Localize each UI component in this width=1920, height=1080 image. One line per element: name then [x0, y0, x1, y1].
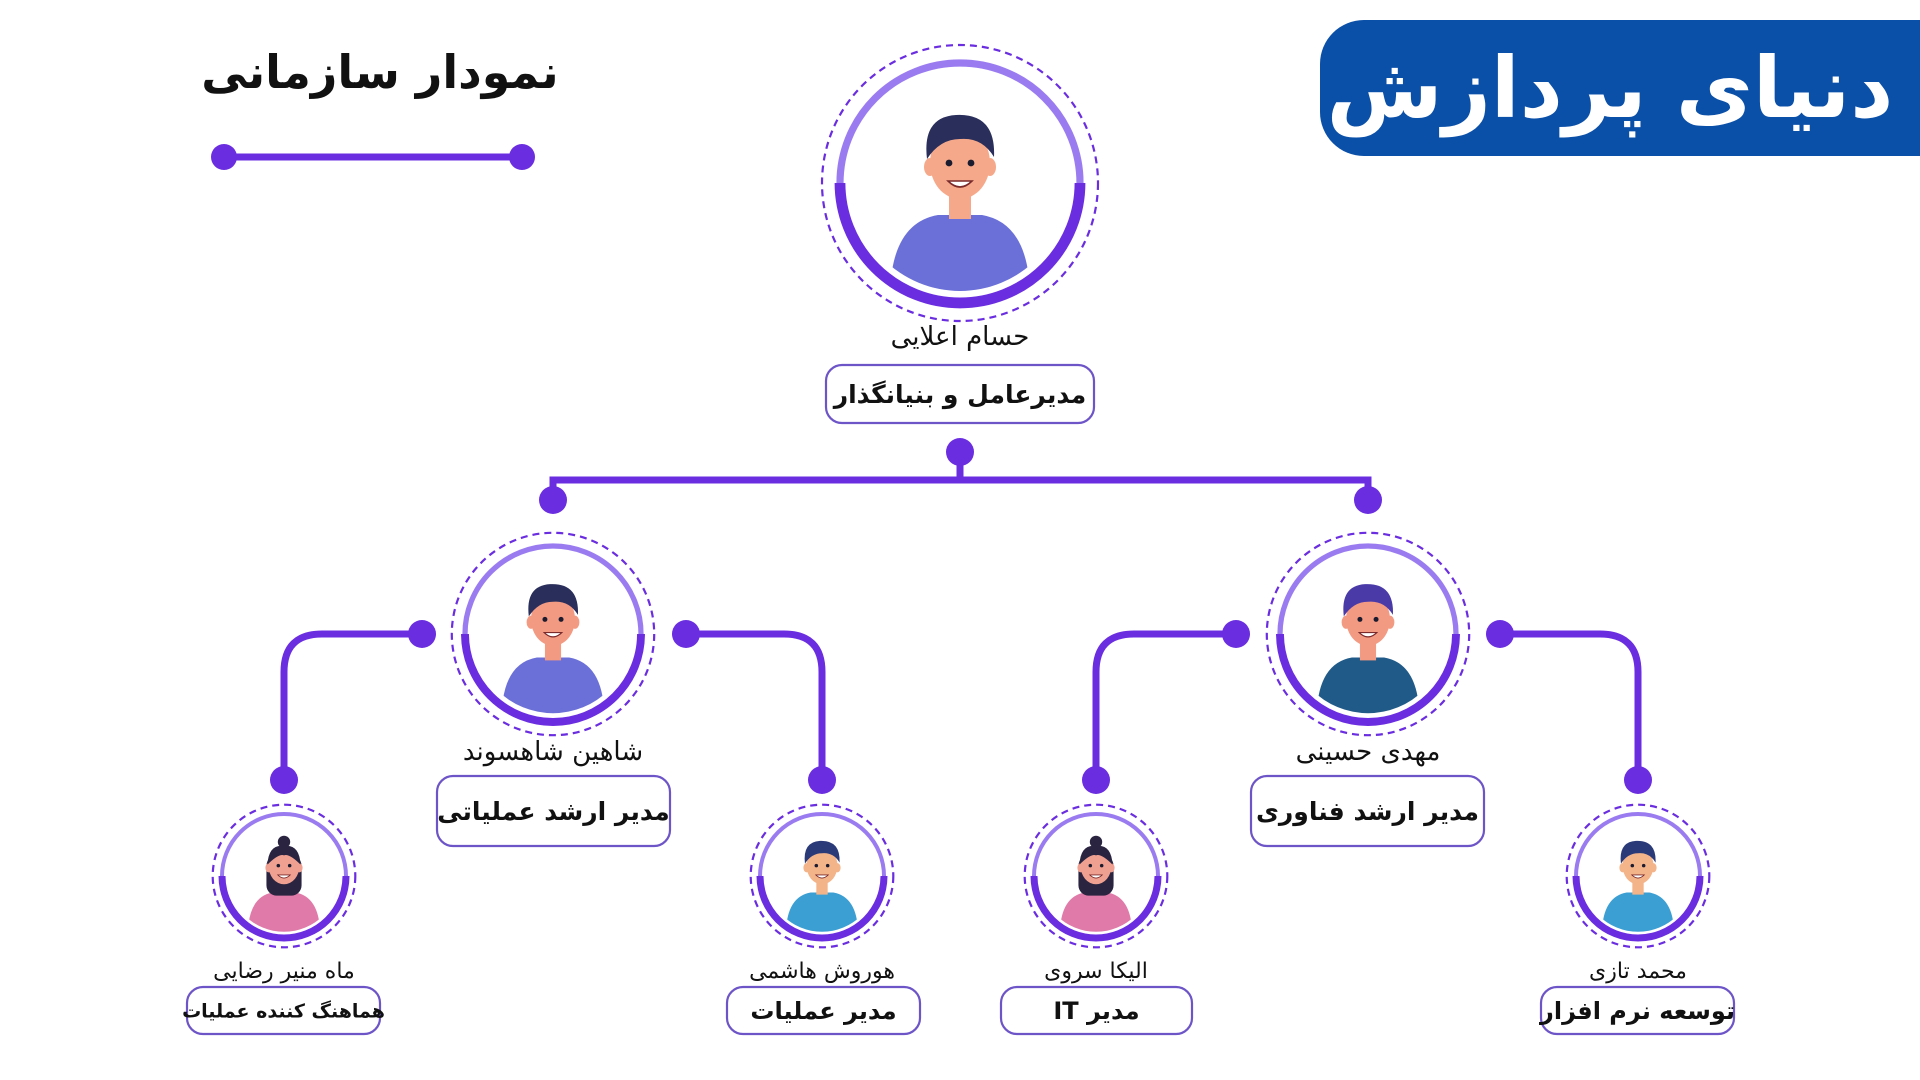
person-node-ops: هوروش هاشمی مدیر عملیات [725, 803, 922, 1036]
brand-title: دنیای پردازش [1326, 39, 1894, 137]
person-node-ceo: حسام اعلایی مدیرعامل و بنیانگذار [820, 43, 1100, 425]
role-box-ceo [824, 363, 1096, 425]
connector-coo-right [682, 630, 826, 784]
role-box-it [999, 985, 1194, 1036]
dashed-ring [211, 803, 357, 949]
avatar-arc [461, 633, 645, 726]
chart-heading: نمودار سازمانی [201, 45, 558, 99]
role-box-ops [725, 985, 922, 1036]
female-avatar-icon [247, 835, 321, 932]
dashed-ring [749, 803, 895, 949]
person-name-coo: شاهین شاهسوند [463, 737, 643, 767]
person-role-ceo: مدیرعامل و بنیانگذار [832, 380, 1087, 410]
dashed-ring [1023, 803, 1169, 949]
avatar-arc [1276, 633, 1460, 726]
role-box-dev [1539, 985, 1736, 1036]
person-name-dev: محمد تازی [1589, 959, 1687, 984]
person-node-it: الیکا سروی مدیر IT [999, 803, 1194, 1036]
person-node-coord: ماه منیر رضایی هماهنگ کننده عملیات [182, 803, 385, 1036]
person-node-cto: مهدی حسینی مدیر ارشد فناوری [1249, 531, 1486, 848]
male-avatar-icon [785, 840, 859, 932]
connector-cto-left [1092, 630, 1240, 784]
person-name-ceo: حسام اعلایی [891, 322, 1030, 352]
female-avatar-icon [1059, 835, 1133, 932]
connector-top-bar [549, 476, 1372, 504]
male-avatar-icon [1601, 840, 1675, 932]
connector-coo-left [280, 630, 426, 784]
person-role-coord: هماهنگ کننده عملیات [182, 999, 385, 1022]
dashed-ring [1265, 531, 1471, 737]
connector-cto-right [1496, 630, 1642, 784]
avatar-arc [218, 875, 350, 942]
person-name-ops: هوروش هاشمی [749, 959, 895, 984]
person-role-it: مدیر IT [1053, 997, 1139, 1025]
person-name-coord: ماه منیر رضایی [213, 959, 355, 984]
person-node-coo: شاهین شاهسوند مدیر ارشد عملیاتی [435, 531, 672, 848]
avatar-arc [1030, 875, 1162, 942]
connector-dots [270, 438, 1652, 794]
person-role-coo: مدیر ارشد عملیاتی [437, 797, 670, 827]
dashed-ring [1565, 803, 1711, 949]
person-role-cto: مدیر ارشد فناوری [1256, 797, 1479, 827]
person-name-it: الیکا سروی [1044, 959, 1148, 984]
role-box-coo [435, 774, 672, 848]
dashed-ring [450, 531, 656, 737]
male-avatar-icon [890, 114, 1030, 291]
dashed-ring [820, 43, 1100, 323]
role-box-cto [1249, 774, 1486, 848]
heading-underline [211, 144, 535, 170]
avatar-arc [1572, 875, 1704, 942]
avatar-arc [834, 182, 1086, 309]
person-role-dev: توسعه نرم افزار [1539, 997, 1735, 1025]
role-box-coord [185, 985, 382, 1036]
male-avatar-icon [1316, 584, 1420, 714]
person-node-dev: محمد تازی توسعه نرم افزار [1539, 803, 1736, 1036]
person-role-ops: مدیر عملیات [750, 997, 896, 1025]
person-name-cto: مهدی حسینی [1296, 737, 1441, 767]
avatar-arc [756, 875, 888, 942]
male-avatar-icon [501, 584, 605, 714]
brand-banner: دنیای پردازش [1320, 20, 1920, 156]
